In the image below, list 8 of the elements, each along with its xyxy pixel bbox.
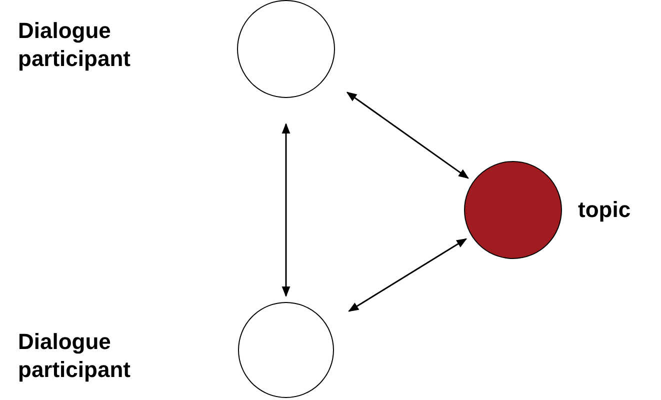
node-label: Dialogue participant (18, 328, 132, 384)
circle-node (18, 302, 334, 398)
node-label: topic (578, 196, 631, 224)
double-arrow (282, 122, 290, 298)
circle-node (18, 0, 335, 98)
double-arrow (348, 238, 468, 312)
node-label: Dialogue participant (18, 17, 132, 73)
double-arrow (346, 92, 469, 179)
